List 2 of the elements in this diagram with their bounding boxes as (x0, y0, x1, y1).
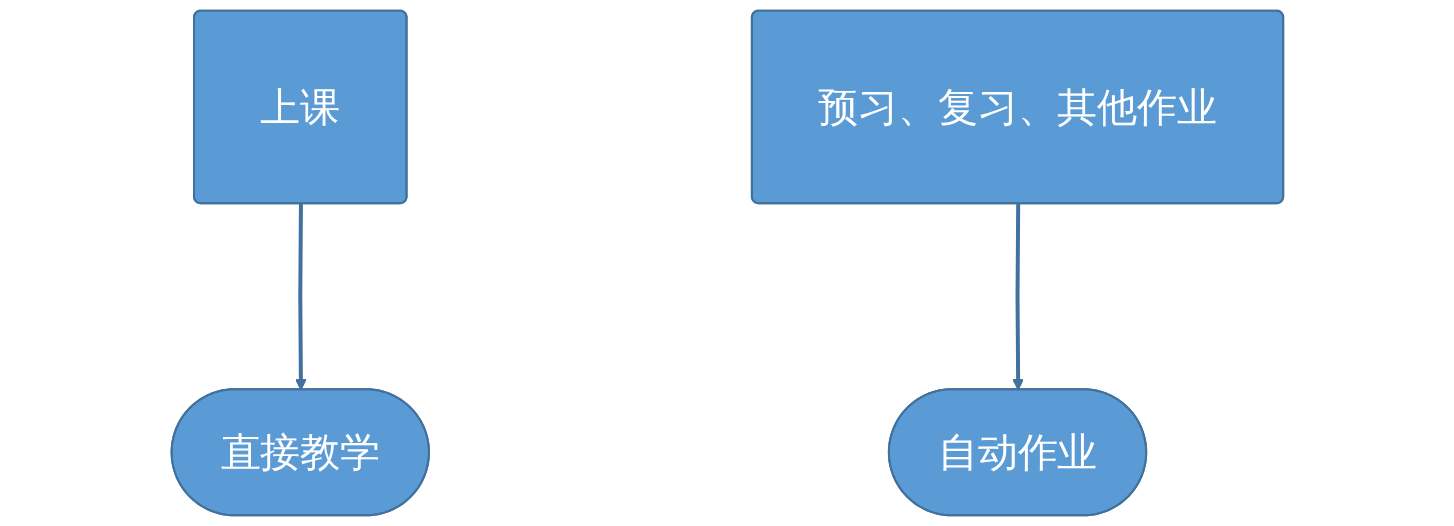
arrow (294, 203, 307, 391)
arrow (1011, 203, 1024, 391)
